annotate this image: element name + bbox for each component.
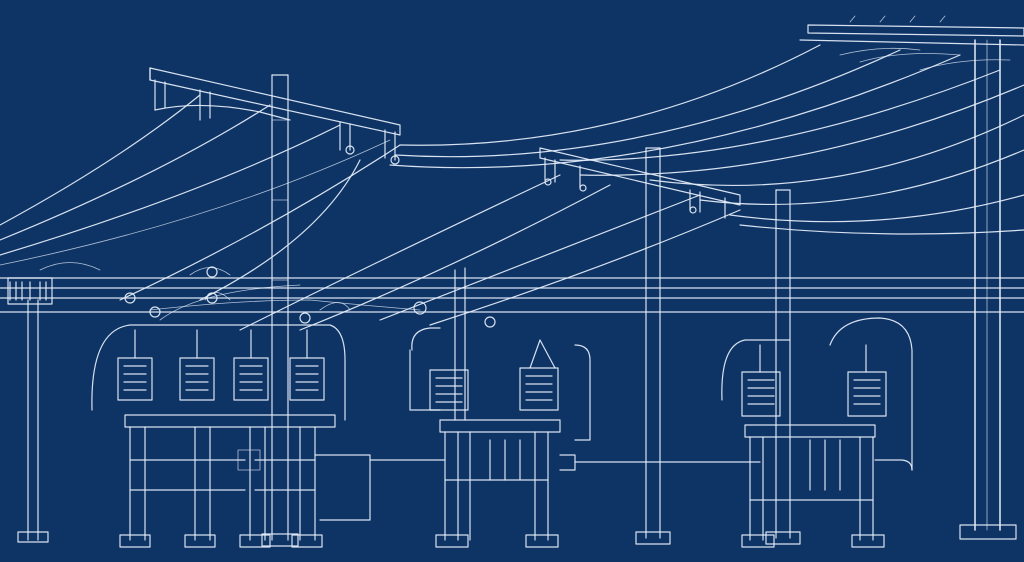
crossarm-center [539,147,741,219]
horizontal-distribution-lines [0,277,1024,313]
pole-center [635,147,671,545]
transformer-bank-left [91,324,446,548]
pole-far-right [959,39,1017,540]
pole-far-left [7,277,53,543]
transformer-bank-center [409,267,761,548]
jumper-wires [39,262,351,324]
transformer-bank-right [721,317,913,548]
insulator-group-left [117,329,325,401]
pole-center-right [765,189,801,545]
overhead-sagging-lines [0,44,1024,331]
crossarm-right-top [799,15,1024,71]
crossarm-left-top [149,67,401,165]
pole-left-tall [261,74,299,547]
